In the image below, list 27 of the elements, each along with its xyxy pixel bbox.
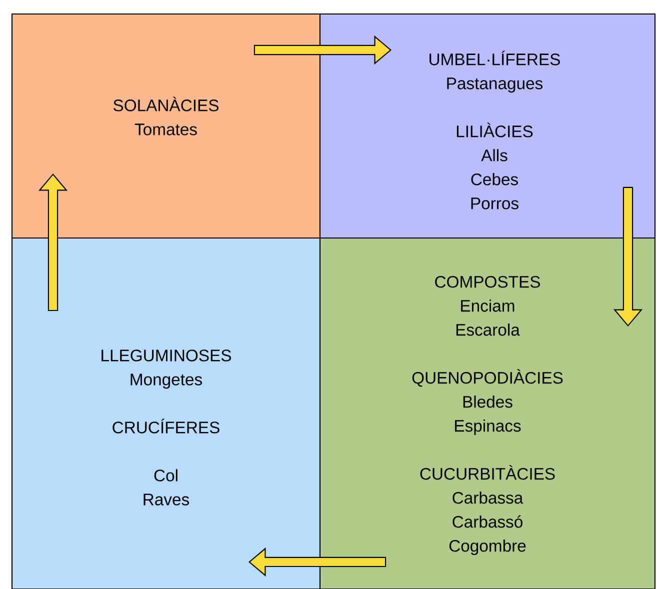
quadrant-box bbox=[319, 237, 656, 589]
crop-name: Raves bbox=[144, 494, 190, 506]
crop-name: Espinacs bbox=[455, 420, 521, 436]
family-name: LLEGUMINOSES bbox=[102, 350, 231, 362]
family-name: CUCURBITÀCIES bbox=[420, 465, 555, 480]
crop-name: Bledes bbox=[463, 396, 512, 408]
crop-name: Carbassa bbox=[452, 492, 524, 504]
family-name: SOLANÀCIES bbox=[114, 96, 218, 112]
quadrant-box bbox=[319, 13, 656, 239]
crop-name: Porros bbox=[471, 198, 518, 210]
family-name: COMPOSTES bbox=[435, 276, 540, 288]
crop-name: Mongetes bbox=[130, 374, 202, 389]
crop-name: Carbassó bbox=[452, 515, 522, 528]
crop-name: Alls bbox=[481, 149, 508, 162]
family-name: UMBEL·LÍFERES bbox=[430, 50, 560, 66]
crop-name: Col bbox=[154, 469, 178, 482]
crop-name: Cogombre bbox=[449, 540, 526, 556]
family-name: QUENOPODIÀCIES bbox=[412, 369, 563, 387]
crop-name: Enciam bbox=[461, 300, 514, 312]
quadrant-box bbox=[11, 237, 321, 589]
family-name: LILIÀCIES bbox=[456, 122, 533, 138]
crop-name: Tomates bbox=[134, 124, 197, 136]
crop-name: Cebes bbox=[471, 173, 518, 186]
crop-name: Pastanagues bbox=[447, 78, 543, 93]
family-name: CRUCÍFERES bbox=[112, 418, 220, 434]
crop-name: Escarola bbox=[456, 324, 520, 336]
quadrant-box bbox=[11, 13, 321, 239]
